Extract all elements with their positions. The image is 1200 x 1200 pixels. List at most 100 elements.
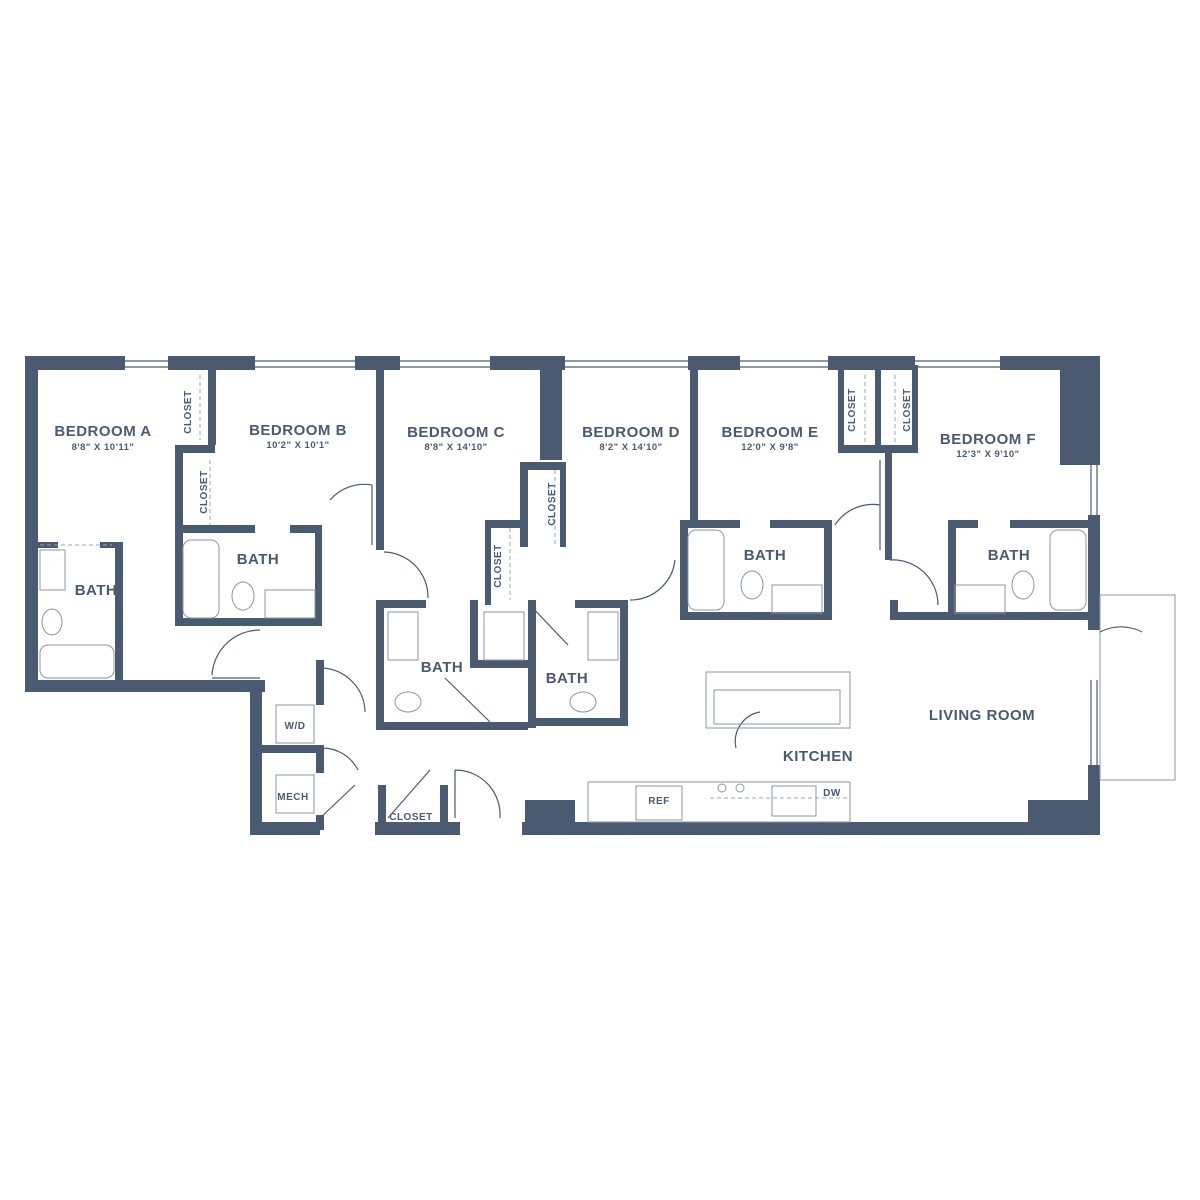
balcony [1099,594,1176,781]
wall [680,520,688,620]
wall [525,800,575,835]
closet-rods [40,375,896,799]
wall [250,680,262,835]
wall [890,612,1088,620]
wall [376,370,384,550]
wall [485,520,491,605]
bedroom-e-label: BEDROOM E [721,424,818,441]
bath-e-label: BATH [744,547,787,564]
wall [770,520,832,528]
wall [690,365,698,525]
bedroom-c-label: BEDROOM C [407,424,505,441]
bath-fixtures [39,529,1087,823]
wall [1060,365,1088,465]
closet-b-label: CLOSET [199,470,210,514]
dw-label: DW [823,788,841,799]
wall [1010,520,1090,528]
wall [376,722,528,730]
wall [528,718,628,726]
closet-c-label: CLOSET [493,544,504,588]
bedroom-f-size: 12'3" X 9'10" [956,449,1019,460]
windows [125,360,1098,765]
wall [262,745,324,753]
wall [316,745,324,773]
wall [168,356,255,370]
wall [440,785,448,830]
wall [378,785,386,830]
wall [948,520,956,620]
wall [25,356,38,692]
fixtures [39,360,1176,823]
wall [575,600,628,608]
wall [355,356,400,370]
wall [680,612,832,620]
wall [25,680,265,692]
wall [470,600,478,668]
bedroom-a-size: 8'8" X 10'11" [72,442,135,453]
wall [890,600,898,620]
bath-a-label: BATH [75,582,118,599]
door-swings [211,460,1143,821]
living-room-label: LIVING ROOM [929,707,1035,724]
kitchen-island [705,671,851,729]
wall [528,600,536,728]
wall [948,520,978,528]
wall [208,370,216,445]
bedroom-e-size: 12'0" X 9'8" [741,442,799,453]
closet-a-label: CLOSET [183,390,194,434]
wall [620,600,628,726]
wall [1088,356,1100,465]
wall [470,660,528,668]
wall [175,445,215,453]
bedroom-c-size: 8'8" X 14'10" [424,442,487,453]
wall [25,356,125,370]
mech-label: MECH [277,792,308,803]
wall [885,450,892,560]
wall [175,618,322,626]
wall [560,462,566,547]
bath-f-label: BATH [988,547,1031,564]
bedroom-f-label: BEDROOM F [940,431,1036,448]
bedroom-a-label: BEDROOM A [54,423,151,440]
wall [376,600,384,728]
wall [316,815,324,830]
wall [912,365,918,452]
wall [115,542,123,680]
wall [290,525,322,533]
wall [315,525,322,625]
bedroom-b-label: BEDROOM B [249,422,347,439]
room-labels: BEDROOM A 8'8" X 10'11" BEDROOM B 10'2" … [54,388,1036,823]
wall [375,822,460,835]
wall [175,445,183,625]
wall [250,822,320,835]
wd-label: W/D [285,721,306,732]
wall [688,356,740,370]
hall-closet-label: CLOSET [389,812,433,823]
bath-c-label: BATH [421,659,464,676]
wall [520,462,565,470]
wall [838,365,844,452]
wall [522,822,1100,835]
ref-label: REF [648,796,670,807]
closet-f-label: CLOSET [902,388,913,432]
wall [875,365,881,452]
closet-d-label: CLOSET [547,482,558,526]
bedroom-d-label: BEDROOM D [582,424,680,441]
wall [1028,800,1100,835]
kitchen-counter [587,781,851,823]
wall [485,520,525,528]
wall [376,600,426,608]
bath-b-label: BATH [237,551,280,568]
wall [824,520,832,620]
bath-d-label: BATH [546,670,589,687]
wall [175,525,255,533]
wall [828,356,915,370]
closet-e-label: CLOSET [847,388,858,432]
wall [520,462,528,547]
wall [680,520,740,528]
wall [540,365,562,460]
kitchen-label: KITCHEN [783,748,853,765]
bedroom-d-size: 8'2" X 14'10" [599,442,662,453]
wall [316,660,324,705]
